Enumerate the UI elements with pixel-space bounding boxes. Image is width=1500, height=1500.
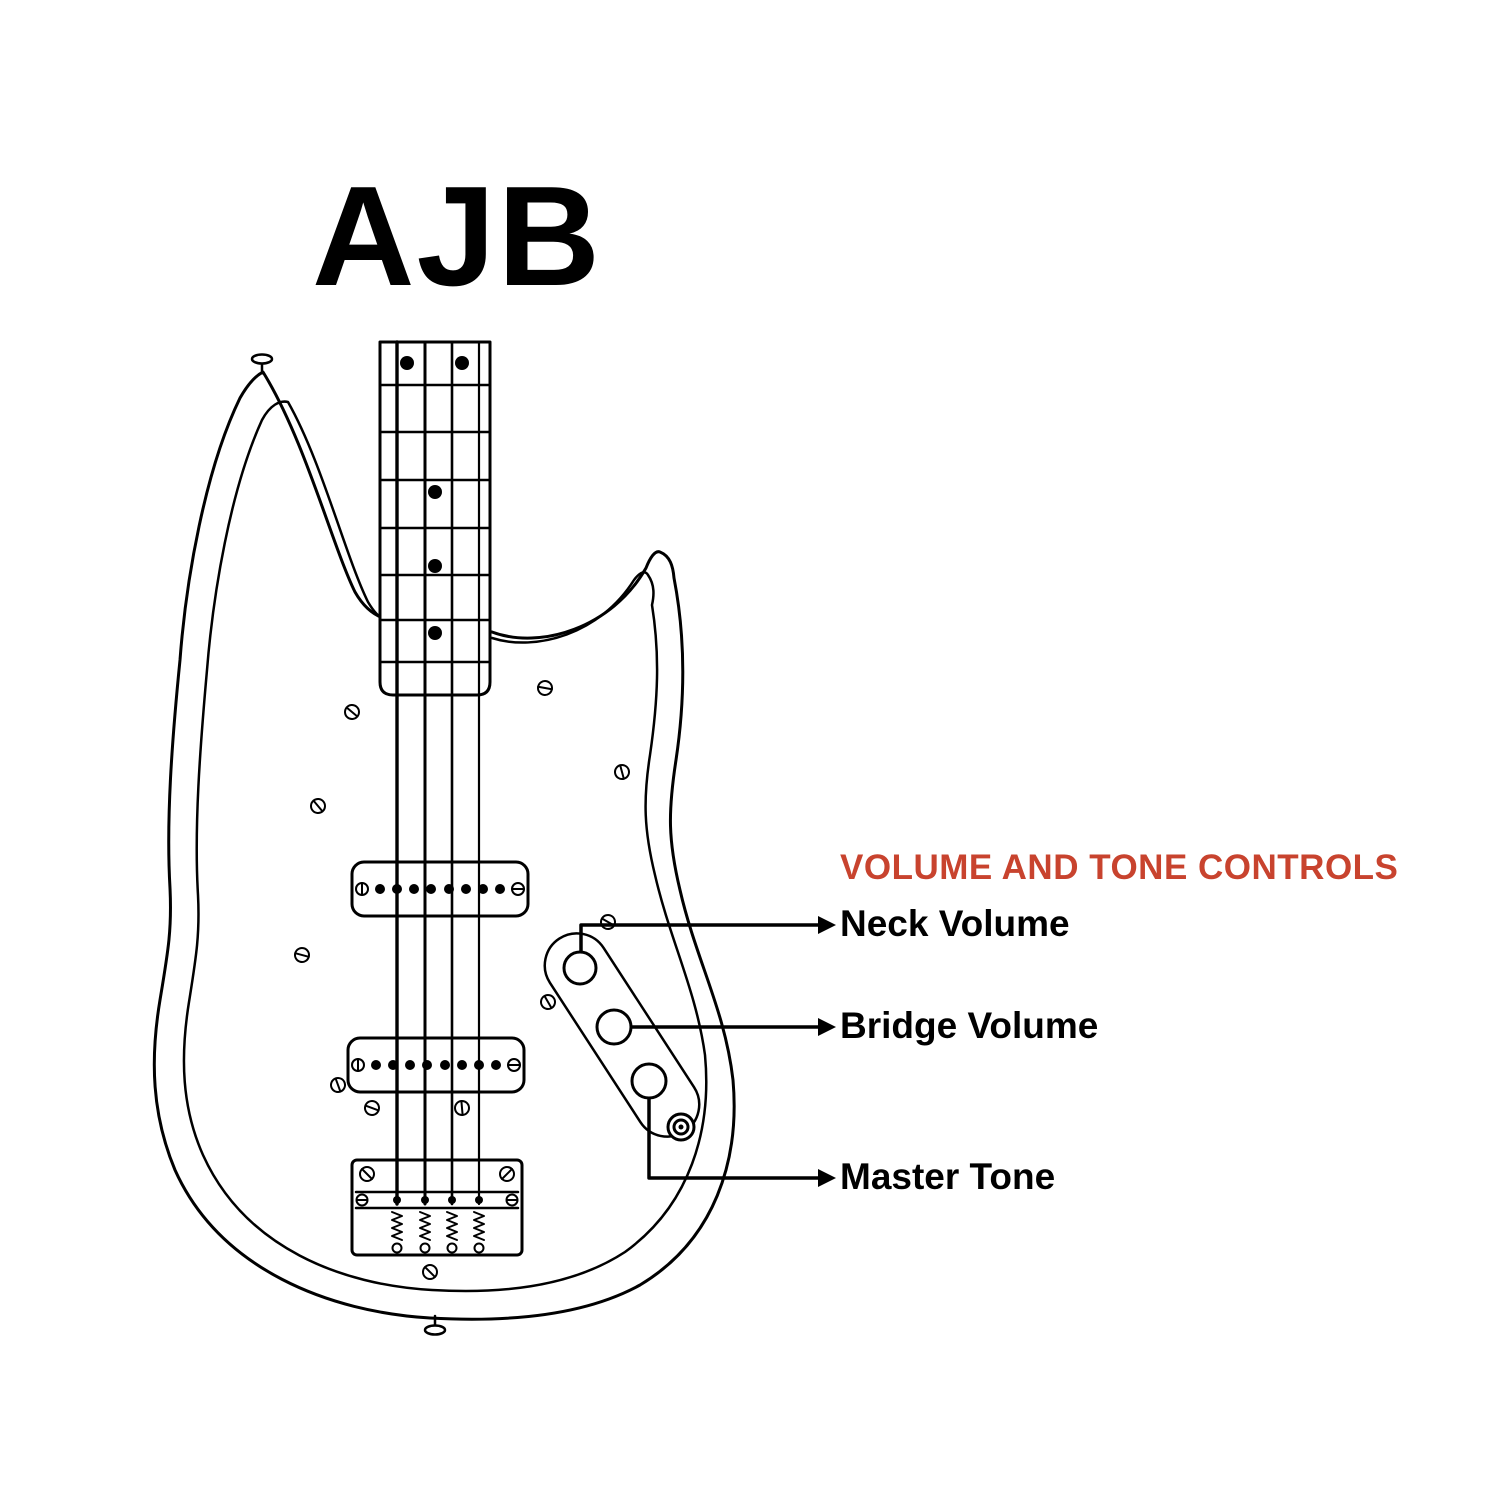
- line-art: [152, 340, 836, 1336]
- bridge-pickup-screws: [351, 1058, 521, 1072]
- output-jack: [666, 1112, 696, 1142]
- arrowhead-icon: [818, 1018, 836, 1036]
- neck-volume-knob: [562, 950, 598, 986]
- pickguard-outline: [182, 400, 708, 1293]
- section-heading: VOLUME AND TONE CONTROLS: [840, 848, 1399, 887]
- leader-line-master-tone: [647, 1097, 821, 1180]
- diagram-title: AJB: [312, 157, 603, 316]
- pickguard-screws: [294, 680, 630, 1280]
- leader-line-neck-volume: [579, 923, 821, 953]
- bridge-ferrules: [391, 1242, 485, 1254]
- callout-lines: [579, 923, 821, 1180]
- fret-marker-dots: [400, 356, 469, 640]
- label-bridge-volume: Bridge Volume: [840, 1005, 1099, 1047]
- bridge-volume-knob: [595, 1008, 633, 1046]
- arrowhead-icon: [818, 916, 836, 934]
- callout-arrowheads: [818, 916, 836, 1187]
- neck-pickup: [350, 860, 530, 918]
- bridge-assembly: [350, 1158, 524, 1257]
- label-master-tone: Master Tone: [840, 1156, 1056, 1198]
- strap-button-bottom: [423, 1314, 447, 1336]
- neck-pickup-screws: [355, 882, 525, 896]
- strap-button-top: [250, 353, 274, 374]
- bridge-pickup: [346, 1036, 526, 1094]
- bridge-springs: [391, 1211, 485, 1241]
- bridge-corner-screws: [359, 1166, 515, 1182]
- guitar-strings: [395, 340, 481, 1206]
- label-neck-volume: Neck Volume: [840, 903, 1070, 945]
- arrowhead-icon: [818, 1169, 836, 1187]
- bridge-bar-screws: [355, 1193, 519, 1207]
- master-tone-knob: [630, 1062, 668, 1100]
